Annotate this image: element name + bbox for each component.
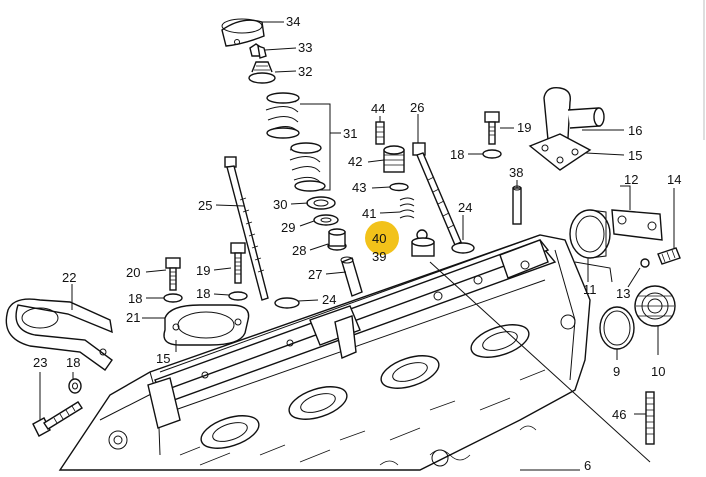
callout-19-left: 19 xyxy=(196,263,210,278)
cap-34 xyxy=(221,18,265,47)
callout-46: 46 xyxy=(612,407,626,422)
callout-33: 33 xyxy=(298,40,312,55)
bolt-20 xyxy=(165,257,181,291)
callout-11: 11 xyxy=(583,282,597,297)
callout-29: 29 xyxy=(281,220,295,235)
callout-42: 42 xyxy=(348,154,362,169)
stud-46 xyxy=(645,391,655,445)
callout-18-left-a: 18 xyxy=(128,291,142,306)
fitting-10 xyxy=(634,285,676,327)
bolt-19-right xyxy=(484,111,500,145)
callout-34: 34 xyxy=(286,14,300,29)
callout-labels: 34 33 32 31 44 26 42 43 19 16 18 15 38 1… xyxy=(33,14,681,473)
bolt-19-left xyxy=(230,242,246,284)
callout-24-right: 24 xyxy=(458,200,472,215)
plate-12 xyxy=(611,209,663,241)
callout-6: 6 xyxy=(584,458,591,473)
callout-38: 38 xyxy=(509,165,523,180)
callout-30: 30 xyxy=(273,197,287,212)
callout-40-highlight xyxy=(365,221,399,255)
stud-25 xyxy=(224,156,269,301)
callout-14: 14 xyxy=(667,172,681,187)
callout-25: 25 xyxy=(198,198,212,213)
seat-30 xyxy=(306,196,336,210)
pin-38 xyxy=(512,185,522,225)
callout-28: 28 xyxy=(292,243,306,258)
callout-19-top: 19 xyxy=(517,120,531,135)
callout-27: 27 xyxy=(308,267,322,282)
callout-21: 21 xyxy=(126,310,140,325)
washer-13 xyxy=(640,258,650,268)
screw-14 xyxy=(657,247,681,265)
callout-26: 26 xyxy=(410,100,424,115)
callout-24-left: 24 xyxy=(322,292,336,307)
callout-23: 23 xyxy=(33,355,47,370)
ring-43 xyxy=(389,182,409,192)
callout-15-top: 15 xyxy=(628,148,642,163)
washer-18-b xyxy=(228,291,248,301)
callout-40: 40 xyxy=(372,231,386,246)
callout-10: 10 xyxy=(651,364,665,379)
bolt-23 xyxy=(32,401,83,437)
washer-29 xyxy=(313,214,339,226)
seal-28 xyxy=(327,228,347,251)
callout-16: 16 xyxy=(628,123,642,138)
cover-21 xyxy=(163,304,250,346)
callout-44: 44 xyxy=(371,101,385,116)
washer-24-a xyxy=(451,242,475,254)
guide-27 xyxy=(340,256,363,297)
spring-41 xyxy=(399,197,415,219)
callout-43: 43 xyxy=(352,180,366,195)
callout-18-low: 18 xyxy=(66,355,80,370)
ring-11 xyxy=(569,209,611,259)
callout-18-left-b: 18 xyxy=(196,286,210,301)
retainer-32 xyxy=(248,61,276,84)
leader-lines xyxy=(39,21,675,471)
callout-32: 32 xyxy=(298,64,312,79)
adjuster-42 xyxy=(383,145,405,173)
washer-18-low xyxy=(68,378,82,394)
camshaft-assembly xyxy=(147,234,557,429)
pin-44 xyxy=(375,121,385,145)
oring-9 xyxy=(599,306,635,350)
callout-15-left: 15 xyxy=(156,351,170,366)
callout-18-top: 18 xyxy=(450,147,464,162)
stud-26 xyxy=(412,142,462,246)
callout-9: 9 xyxy=(613,364,620,379)
washer-24-b xyxy=(274,297,300,309)
plunger-39 xyxy=(411,237,435,257)
callout-12: 12 xyxy=(624,172,638,187)
spring-31 xyxy=(265,92,326,192)
washer-18-right xyxy=(482,149,502,159)
callout-20: 20 xyxy=(126,265,140,280)
elbow-16 xyxy=(528,87,605,171)
callout-22: 22 xyxy=(62,270,76,285)
keepers-33 xyxy=(249,43,267,59)
callout-13: 13 xyxy=(616,286,630,301)
callout-31: 31 xyxy=(343,126,357,141)
callout-39: 39 xyxy=(372,249,386,264)
bracket-22 xyxy=(5,298,113,371)
washer-18-a xyxy=(163,293,183,303)
callout-41: 41 xyxy=(362,206,376,221)
